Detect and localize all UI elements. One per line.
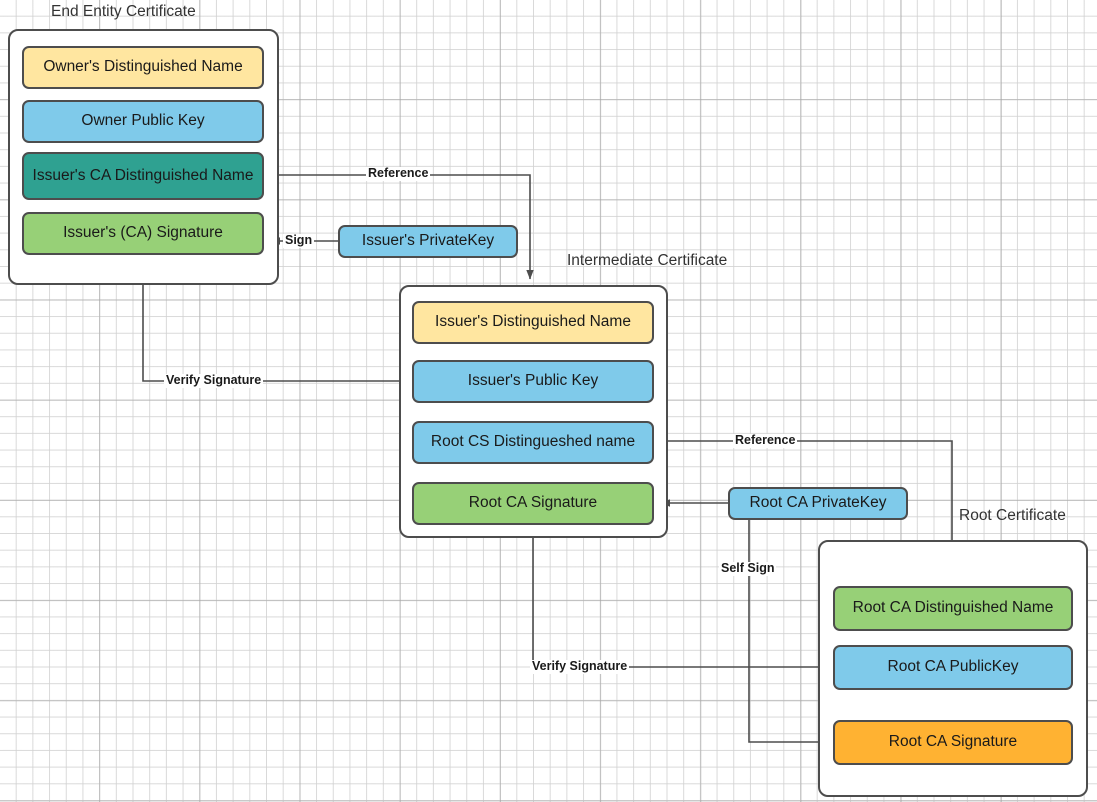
node-label: Issuer's Distinguished Name xyxy=(435,313,631,331)
group-title-intermediate: Intermediate Certificate xyxy=(567,252,728,269)
node-label: Root CA Distinguished Name xyxy=(852,599,1054,617)
node-label: Root CA PublicKey xyxy=(887,658,1019,676)
node-root-cs-distingueshed-name[interactable]: Root CS Distingueshed name xyxy=(412,421,654,464)
node-label: Issuer's Public Key xyxy=(467,372,599,390)
node-label: Root CA Signature xyxy=(468,494,598,512)
edge-label-verify-bottom: Verify Signature xyxy=(530,659,630,674)
connector-self-sign xyxy=(748,520,828,746)
edge-label-verify-top: Verify Signature xyxy=(164,373,264,388)
node-owner-public-key[interactable]: Owner Public Key xyxy=(22,100,264,143)
edge-label-sign: Sign xyxy=(283,233,315,248)
node-issuers-privatekey[interactable]: Issuer's PrivateKey xyxy=(338,225,518,258)
node-label: Root CA Signature xyxy=(888,733,1018,751)
node-root-ca-distinguished-name[interactable]: Root CA Distinguished Name xyxy=(833,586,1073,631)
node-root-ca-privatekey[interactable]: Root CA PrivateKey xyxy=(728,487,908,520)
node-label: Root CS Distingueshed name xyxy=(430,433,636,451)
edge-label-reference-top: Reference xyxy=(366,166,431,181)
node-issuers-ca-distinguished-name[interactable]: Issuer's CA Distinguished Name xyxy=(22,152,264,200)
group-title-root: Root Certificate xyxy=(959,507,1066,524)
node-label: Issuer's CA Distinguished Name xyxy=(32,166,254,184)
node-issuers-public-key[interactable]: Issuer's Public Key xyxy=(412,360,654,403)
node-label: Root CA PrivateKey xyxy=(749,494,887,512)
node-root-ca-signature[interactable]: Root CA Signature xyxy=(833,720,1073,765)
node-label: Issuer's (CA) Signature xyxy=(63,224,223,242)
node-label: Owner's Distinguished Name xyxy=(43,58,243,76)
node-issuers-ca-signature[interactable]: Issuer's (CA) Signature xyxy=(22,212,264,255)
edge-label-reference-bottom: Reference xyxy=(733,433,798,448)
node-issuers-distinguished-name[interactable]: Issuer's Distinguished Name xyxy=(412,301,654,344)
node-owners-distinguished-name[interactable]: Owner's Distinguished Name xyxy=(22,46,264,89)
group-title-end-entity: End Entity Certificate xyxy=(51,3,196,20)
node-label: Owner Public Key xyxy=(81,112,205,130)
node-intermediate-root-ca-signature[interactable]: Root CA Signature xyxy=(412,482,654,525)
edge-label-self-sign: Self Sign xyxy=(719,561,777,576)
node-root-ca-publickey[interactable]: Root CA PublicKey xyxy=(833,645,1073,690)
connector-verify-bottom xyxy=(529,526,833,668)
node-label: Issuer's PrivateKey xyxy=(361,232,495,250)
